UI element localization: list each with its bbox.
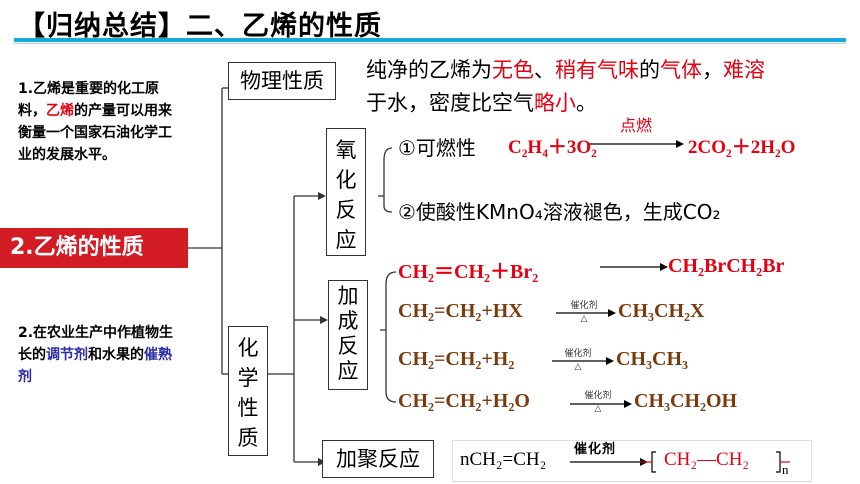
hx-addition-reactants: CH₂=CH₂+HX <box>398 300 523 322</box>
title-underline-thin <box>14 43 846 44</box>
node-addition-char: 加 <box>337 284 359 308</box>
polymerization-equation-box <box>452 440 812 482</box>
water-addition-product: CH₃CH₂OH <box>634 390 738 412</box>
note2-text-b: 和水果的 <box>88 347 144 363</box>
node-addition-char: 应 <box>337 359 359 383</box>
node-polymerization: 加聚反应 <box>322 440 434 478</box>
node-oxidation-char: 反 <box>335 198 357 222</box>
node-oxidation: 氧 化 反 应 <box>326 128 366 256</box>
section-banner: 2.乙烯的性质 <box>0 228 188 268</box>
bromine-addition-product: CH₂BrCH₂Br <box>668 255 785 277</box>
note1-text-a: 1.乙烯是重要的化工原料， <box>18 81 160 119</box>
water-addition-reactants: CH₂=CH₂+H₂O <box>398 390 530 412</box>
desc-highlight: 难溶 <box>723 58 765 82</box>
combustion-products: 2CO₂＋2H₂O <box>688 137 796 158</box>
note1-text-b: 的产量可以用来衡量一个国家石油化学工业的发展水平。 <box>18 103 172 163</box>
node-oxidation-char: 应 <box>335 228 357 252</box>
h2o-catalyst: 催化剂 <box>584 391 612 401</box>
h2-heat: △ <box>574 362 582 372</box>
desc-text: 。 <box>576 91 597 115</box>
h2-catalyst: 催化剂 <box>564 349 592 359</box>
node-oxidation-char: 氧 <box>335 138 357 162</box>
combustion-reactants: C₂H₄＋3O₂ <box>508 137 597 158</box>
node-chemical-char: 化 <box>237 336 259 360</box>
node-chemical-char: 性 <box>237 396 259 420</box>
title-underline <box>14 38 846 42</box>
hydrogen-addition-reactants: CH₂=CH₂+H₂ <box>398 348 515 370</box>
note2-highlight-ripener: 催熟剂 <box>18 347 172 385</box>
desc-highlight: 稍有气味 <box>555 58 639 82</box>
polymer-catalyst: 催化剂 <box>574 442 617 457</box>
note-agriculture-use: 2.在农业生产中作植物生长的调节剂和水果的催熟剂 <box>18 322 178 388</box>
node-chemical-char: 学 <box>237 366 259 390</box>
hx-heat: △ <box>580 314 588 324</box>
desc-text: 、 <box>534 58 555 82</box>
h2o-heat: △ <box>594 404 602 414</box>
node-chemical-char: 质 <box>237 426 259 450</box>
node-addition: 加 成 反 应 <box>328 280 368 390</box>
desc-text: 的 <box>639 58 660 82</box>
desc-highlight: 略小 <box>534 91 576 115</box>
combustion-condition: 点燃 <box>620 116 653 135</box>
oxidation-kmno4-label: ②使酸性KMnO₄溶液褪色，生成CO₂ <box>398 200 721 224</box>
hx-addition-product: CH₃CH₂X <box>618 300 705 322</box>
desc-highlight: 气体 <box>660 58 702 82</box>
note2-text-a: 2.在农业生产中作植物生长的 <box>18 325 174 363</box>
page-title: 【归纳总结】二、乙烯的性质 <box>18 11 382 42</box>
polymer-monomer: nCH₂=CH₂ <box>460 449 547 470</box>
oxidation-combustion-label: ①可燃性 <box>398 136 476 160</box>
hx-catalyst: 催化剂 <box>570 301 598 311</box>
note-industrial-importance: 1.乙烯是重要的化工原料，乙烯的产量可以用来衡量一个国家石油化学工业的发展水平。 <box>18 78 178 166</box>
node-oxidation-char: 化 <box>335 168 357 192</box>
bromine-addition-reactants: CH₂＝CH₂＋Br₂ <box>398 261 539 283</box>
hydrogen-addition-product: CH₃CH₃ <box>616 348 688 370</box>
note1-highlight: 乙烯 <box>46 103 74 119</box>
note2-highlight-regulator: 调节剂 <box>46 347 88 363</box>
desc-text: 于水，密度比空气 <box>366 91 534 115</box>
desc-text: ， <box>702 58 723 82</box>
node-addition-char: 成 <box>337 309 359 333</box>
node-addition-char: 反 <box>337 334 359 358</box>
desc-highlight: 无色 <box>492 58 534 82</box>
node-physical-properties: 物理性质 <box>228 62 336 100</box>
physical-description: 纯净的乙烯为无色、稍有气味的气体，难溶于水，密度比空气略小。 <box>366 54 766 120</box>
node-chemical-properties: 化 学 性 质 <box>228 326 268 456</box>
polymer-subscript-n: n <box>782 462 789 477</box>
polymer-repeat-unit: CH₂—CH₂ <box>664 449 750 470</box>
desc-text: 纯净的乙烯为 <box>366 58 492 82</box>
